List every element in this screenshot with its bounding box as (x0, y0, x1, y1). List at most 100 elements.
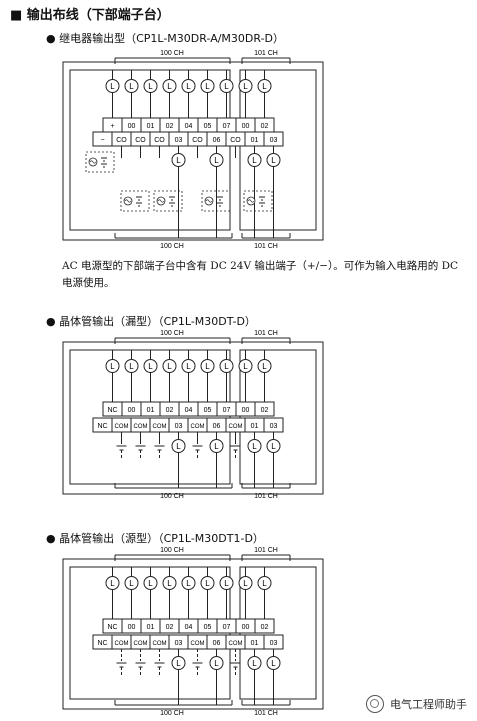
load-label: L (148, 579, 153, 588)
terminal-lower-label: COM (191, 424, 205, 430)
terminal-lower-label: COM (115, 424, 129, 430)
load-label: L (129, 362, 134, 371)
load-label: L (224, 579, 229, 588)
terminal-lower-label: 03 (175, 423, 183, 430)
ac-wave-icon (124, 199, 132, 203)
terminal-upper-label: 01 (147, 407, 155, 414)
terminal-lower-label: 03 (175, 137, 183, 144)
outer-frame (62, 558, 324, 710)
terminal-lower-label: 01 (251, 423, 259, 430)
load-label: L (271, 442, 276, 451)
inner-frame-101ch (239, 349, 317, 485)
terminal-lower-label: COM (134, 424, 148, 430)
load-label: L (271, 156, 276, 165)
power-supply-box (153, 190, 183, 212)
watermark: 电气工程师助手 (366, 695, 467, 713)
terminal-upper-label: 02 (166, 123, 174, 130)
terminal-lower-label: COM (153, 641, 167, 647)
load-label: L (262, 362, 267, 371)
terminal-lower-label: COM (115, 641, 129, 647)
load-label: L (243, 579, 248, 588)
load-label: L (186, 82, 191, 91)
terminal-lower-label: CO (116, 137, 127, 144)
terminal-upper-label: 04 (185, 407, 193, 414)
terminal-upper-label: 05 (204, 624, 212, 631)
load-label: L (243, 362, 248, 371)
channel-100-label-bottom: 100 CH (160, 493, 184, 500)
load-label: L (129, 82, 134, 91)
power-supply-box (201, 190, 231, 212)
channel-101-label-top: 101 CH (254, 330, 278, 337)
load-label: L (214, 442, 219, 451)
terminal-upper-label: 04 (185, 123, 193, 130)
terminal-lower-label: CO (154, 137, 165, 144)
load-label: L (148, 362, 153, 371)
channel-101-label-top: 101 CH (254, 547, 278, 554)
terminal-upper-label: 02 (166, 407, 174, 414)
load-label: L (205, 362, 210, 371)
terminal-lower-label: NC (97, 423, 107, 430)
load-label: L (252, 156, 257, 165)
ac-wave-icon (205, 199, 213, 203)
load-label: L (176, 442, 181, 451)
terminal-lower-label: 03 (270, 137, 278, 144)
terminal-lower-label: CO (230, 137, 241, 144)
terminal-upper-label: 05 (204, 123, 212, 130)
terminal-lower-label: 06 (213, 137, 221, 144)
terminal-upper-label: 02 (261, 624, 269, 631)
channel-101-label-bottom: 101 CH (254, 493, 278, 500)
outer-frame (62, 341, 324, 495)
terminal-lower-label: COM (134, 641, 148, 647)
wechat-logo-icon (366, 695, 384, 713)
load-label: L (148, 82, 153, 91)
channel-100-label-top: 100 CH (160, 50, 184, 57)
terminal-lower-label: COM (229, 641, 243, 647)
load-label: L (252, 659, 257, 668)
page-heading: ■ 输出布线（下部端子台） (10, 8, 170, 23)
channel-101-label-bottom: 101 CH (254, 243, 278, 250)
inner-frame-101ch (239, 69, 317, 231)
terminal-upper-label: 00 (242, 624, 250, 631)
terminal-lower-label: 06 (213, 423, 221, 430)
terminal-upper-label: 02 (261, 123, 269, 130)
load-label: L (271, 659, 276, 668)
terminal-upper-label: 07 (223, 123, 231, 130)
ac-wave-icon (89, 160, 97, 164)
terminal-lower-label: − (100, 137, 104, 144)
load-label: L (167, 579, 172, 588)
section-title-sink: ● 晶体管输出（漏型）（CP1L-M30DT-D） (46, 315, 256, 328)
load-label: L (176, 156, 181, 165)
channel-101-label-top: 101 CH (254, 50, 278, 57)
terminal-lower-label: 03 (270, 640, 278, 647)
load-label: L (186, 362, 191, 371)
load-label: L (167, 82, 172, 91)
terminal-lower-label: 03 (270, 423, 278, 430)
load-label: L (186, 579, 191, 588)
terminal-upper-label: 07 (223, 407, 231, 414)
terminal-upper-label: 00 (128, 123, 136, 130)
terminal-upper-label: 00 (128, 407, 136, 414)
terminal-upper-label: 00 (128, 624, 136, 631)
load-label: L (110, 362, 115, 371)
terminal-lower-label: 01 (251, 640, 259, 647)
power-supply-box (243, 190, 273, 212)
channel-100-label-top: 100 CH (160, 330, 184, 337)
channel-101-label-bottom: 101 CH (254, 710, 278, 717)
load-label: L (205, 579, 210, 588)
terminal-upper-label: 00 (242, 123, 250, 130)
terminal-lower-label: CO (135, 137, 146, 144)
load-label: L (262, 579, 267, 588)
power-supply-box (120, 190, 150, 212)
terminal-upper-label: 05 (204, 407, 212, 414)
load-label: L (214, 156, 219, 165)
terminal-lower-label: COM (153, 424, 167, 430)
channel-100-label-top: 100 CH (160, 547, 184, 554)
terminal-upper-label: NC (107, 407, 117, 414)
dc-output-note: AC 电源型的下部端子台中含有 DC 24V 输出端子（+/−）。可作为输入电路… (62, 260, 459, 289)
load-label: L (252, 442, 257, 451)
power-supply-box (85, 151, 115, 173)
terminal-lower-label: NC (97, 640, 107, 647)
